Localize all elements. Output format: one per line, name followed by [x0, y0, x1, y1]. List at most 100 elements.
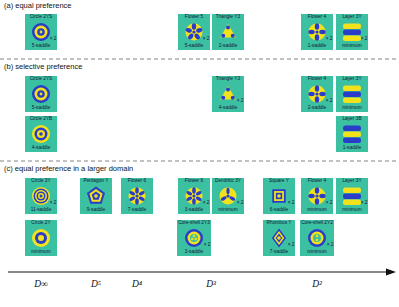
axis-arrowhead: [386, 269, 396, 276]
state-label: minimum: [342, 106, 361, 111]
axis-label: D∞: [34, 279, 48, 289]
section-divider: [0, 59, 399, 60]
multiplicity-label: × 2: [361, 37, 368, 42]
multiplicity-label: × 2: [203, 201, 210, 206]
state-label: 2-saddle: [219, 44, 237, 49]
pattern-figure: [129, 187, 146, 204]
state-label: 3-saddle: [185, 250, 203, 255]
section-heading: (c) equal preference in a larger domain: [4, 165, 133, 173]
pattern-name: Triangle Y3: [216, 77, 240, 82]
axis-line: [8, 271, 388, 272]
pattern-figure: [308, 229, 326, 247]
pattern-name: Layer 3Y: [342, 179, 361, 184]
multiplicity-label: × 2: [50, 37, 57, 42]
pattern-tile: Flower 4 minimum× 2: [301, 178, 333, 214]
pattern-tile: Triangle Y3 2-saddle: [212, 14, 244, 50]
state-label: minimum: [342, 208, 361, 213]
pattern-tile: Layer 3Y minimum: [336, 76, 368, 112]
pattern-tile: Circle 3Y11-saddle× 2: [25, 178, 57, 214]
pattern-name: Flower 6: [128, 179, 146, 184]
pattern-figure: [343, 86, 361, 104]
state-label: 2-saddle: [308, 106, 326, 111]
pattern-name: Dendritic 3Y: [215, 179, 241, 184]
pattern-figure: [272, 229, 286, 248]
state-label: minimum: [307, 208, 326, 213]
state-label: 4-saddle: [219, 106, 237, 111]
pattern-name: Circle 2YS: [30, 77, 53, 82]
pattern-tile: Layer 3Yminimum× 2: [336, 178, 368, 214]
state-label: minimum: [342, 44, 361, 49]
state-label: 1-saddle: [343, 146, 361, 151]
pattern-figure: [220, 24, 236, 38]
pattern-tile: Flower 42-saddle× 2: [301, 76, 333, 112]
state-label: 5-saddle: [32, 106, 50, 111]
pattern-figure: [32, 229, 50, 247]
pattern-name: Layer 3B: [342, 117, 361, 122]
multiplicity-label: × 2: [326, 201, 333, 206]
pattern-figure: [308, 85, 325, 102]
pattern-figure: [87, 187, 105, 204]
pattern-tile: Flower 55-saddle× 2: [178, 14, 210, 50]
pattern-name: Circle 2Y: [31, 221, 50, 226]
pattern-tile: Circle 2YS5-saddle× 2: [25, 14, 57, 50]
pattern-name: Core-shell 2Y3: [178, 221, 210, 226]
pattern-name: Layer 3Y: [342, 15, 361, 20]
pattern-tile: Layer 3B 1-saddle: [336, 116, 368, 152]
pattern-name: Square Y: [269, 179, 289, 184]
pattern-figure: [308, 23, 325, 40]
multiplicity-label: × 2: [326, 37, 333, 42]
pattern-tile: Triangle Y3 4-saddle× 2: [212, 76, 244, 112]
pattern-name: Flower 5: [185, 15, 203, 20]
multiplicity-label: × 2: [237, 99, 244, 104]
pattern-name: Core-shell 2Y2: [301, 221, 333, 226]
pattern-name: Triangle Y3: [216, 15, 240, 20]
pattern-tile: Circle 2YS 5-saddle: [25, 76, 57, 112]
axis-label: D⁴: [132, 279, 142, 289]
axis-label: D²: [312, 279, 322, 289]
state-label: 1-saddle: [308, 44, 326, 49]
pattern-name: Flower 4: [308, 15, 326, 20]
pattern-name: Circle 2YB: [30, 117, 53, 122]
pattern-figure: [32, 187, 50, 205]
pattern-figure: [220, 86, 236, 100]
pattern-figure: [343, 126, 361, 144]
state-label: minimum: [307, 250, 326, 255]
pattern-tile: Circle 2YB4-saddle: [25, 116, 57, 152]
pattern-tile: Core-shell 2Y2 minimum× 2: [300, 220, 334, 256]
state-label: 11-saddle: [31, 208, 52, 213]
state-label: 6-saddle: [270, 208, 288, 213]
pattern-figure: [32, 85, 50, 103]
pattern-figure: [32, 125, 50, 143]
pattern-figure: [185, 229, 203, 247]
pattern-name: Pentagon Y: [84, 179, 109, 184]
pattern-figure: [308, 187, 325, 204]
pattern-tile: Flower 6 7-saddle: [121, 178, 153, 214]
state-label: 3-saddle: [185, 208, 203, 213]
pattern-figure: [343, 188, 361, 206]
multiplicity-label: × 2: [204, 243, 211, 248]
multiplicity-label: × 2: [237, 201, 244, 206]
pattern-figure: [220, 188, 237, 205]
pattern-tile: Flower 6 3-saddle× 2: [178, 178, 210, 214]
pattern-name: Circle 2YS: [30, 15, 53, 20]
pattern-name: Rhombus Y: [267, 221, 292, 226]
axis-label: D⁵: [91, 279, 101, 289]
multiplicity-label: × 2: [288, 201, 295, 206]
state-label: 9-saddle: [87, 208, 105, 213]
multiplicity-label: × 2: [327, 243, 334, 248]
pattern-name: Layer 3Y: [342, 77, 361, 82]
pattern-name: Circle 3Y: [31, 179, 50, 184]
pattern-tile: Square Y 6-saddle× 2: [263, 178, 295, 214]
pattern-tile: Dendritic 3Yminimum× 2: [212, 178, 244, 214]
pattern-tile: Rhombus Y7-saddle× 2: [263, 220, 295, 256]
pattern-name: Flower 6: [185, 179, 203, 184]
state-label: 7-saddle: [128, 208, 146, 213]
section-heading: (a) equal preference: [4, 2, 72, 10]
pattern-figure: [272, 189, 285, 202]
multiplicity-label: × 2: [326, 99, 333, 104]
pattern-name: Flower 4: [308, 179, 326, 184]
axis-label: D³: [206, 279, 216, 289]
state-label: 7-saddle: [270, 250, 288, 255]
state-label: 5-saddle: [185, 44, 203, 49]
